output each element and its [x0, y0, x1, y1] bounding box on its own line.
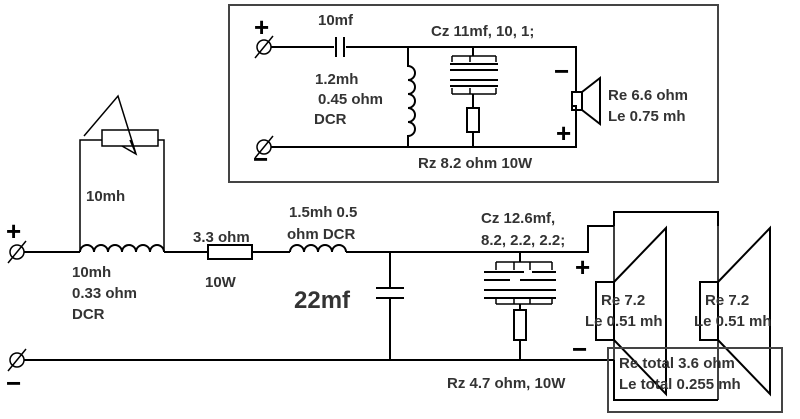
tweeter-re-label: Re 6.6 ohm [608, 87, 688, 104]
woofer-series-resistor [207, 244, 253, 260]
coil-1-5mh-label-1: 1.5mh 0.5 [289, 204, 357, 221]
woofer-zobel-label-1: Cz 12.6mf, [481, 210, 555, 227]
tweeter-section-frame [228, 4, 719, 183]
pot-shunt-loop [79, 94, 165, 252]
resistor-label-2: 10W [205, 274, 237, 291]
woofer-plus-label: + [575, 252, 590, 282]
tweeter-shunt-coil [407, 47, 416, 147]
woofer-shunt-capacitor [376, 252, 404, 360]
tweeter-cap-label: 10mf [318, 12, 354, 29]
coil-1-5mh-label-2: ohm DCR [287, 226, 355, 243]
tweeter-rz-label: Rz 8.2 ohm 10W [418, 155, 533, 172]
woofer-2-driver-icon [699, 225, 771, 400]
total-le-label: Le total 0.255 mh [619, 376, 741, 393]
woofer-1-re-label: Re 7.2 [601, 292, 645, 309]
tweeter-zobel-network [450, 47, 498, 147]
resistor-label-1: 3.3 ohm [193, 229, 250, 246]
woofer-plus-sign: + [6, 216, 21, 246]
shunt-cap-label: 22mf [294, 287, 351, 314]
woofer-1-le-label: Le 0.51 mh [585, 313, 663, 330]
total-re-label: Re total 3.6 ohm [619, 355, 735, 372]
tweeter-minus-sign: − [253, 144, 268, 174]
tweeter-driver-plus: + [556, 118, 571, 148]
woofer-totals-frame [607, 347, 783, 413]
series-coil-label-2: 0.33 ohm [72, 285, 137, 302]
woofer-zobel-network [484, 252, 556, 360]
woofer-2-le-label: Le 0.51 mh [694, 313, 772, 330]
woofer-minus-label: − [572, 334, 587, 364]
woofer-rz-label: Rz 4.7 ohm, 10W [447, 375, 566, 392]
woofer-zobel-label-2: 8.2, 2.2, 2.2; [481, 232, 565, 249]
tweeter-coil-label-2: 0.45 ohm [318, 91, 383, 108]
tweeter-series-capacitor [335, 37, 345, 57]
woofer-1-driver-icon [595, 225, 667, 400]
woofer-series-coil-10mh [79, 244, 165, 253]
woofer-2-re-label: Re 7.2 [705, 292, 749, 309]
woofer-series-coil-1-5mh [289, 244, 347, 253]
tweeter-driver-minus: − [554, 56, 569, 86]
woofer-minus-sign: − [6, 368, 21, 398]
tweeter-coil-label-1: 1.2mh [315, 71, 358, 88]
tweeter-coil-label-3: DCR [314, 111, 347, 128]
pot-coil-label: 10mh [86, 188, 125, 205]
tweeter-plus-sign: + [254, 12, 269, 42]
tweeter-zobel-label: Cz 11mf, 10, 1; [431, 23, 534, 40]
tweeter-le-label: Le 0.75 mh [608, 108, 686, 125]
tweeter-driver-icon [571, 70, 601, 127]
series-coil-label-1: 10mh [72, 264, 111, 281]
series-coil-label-3: DCR [72, 306, 105, 323]
